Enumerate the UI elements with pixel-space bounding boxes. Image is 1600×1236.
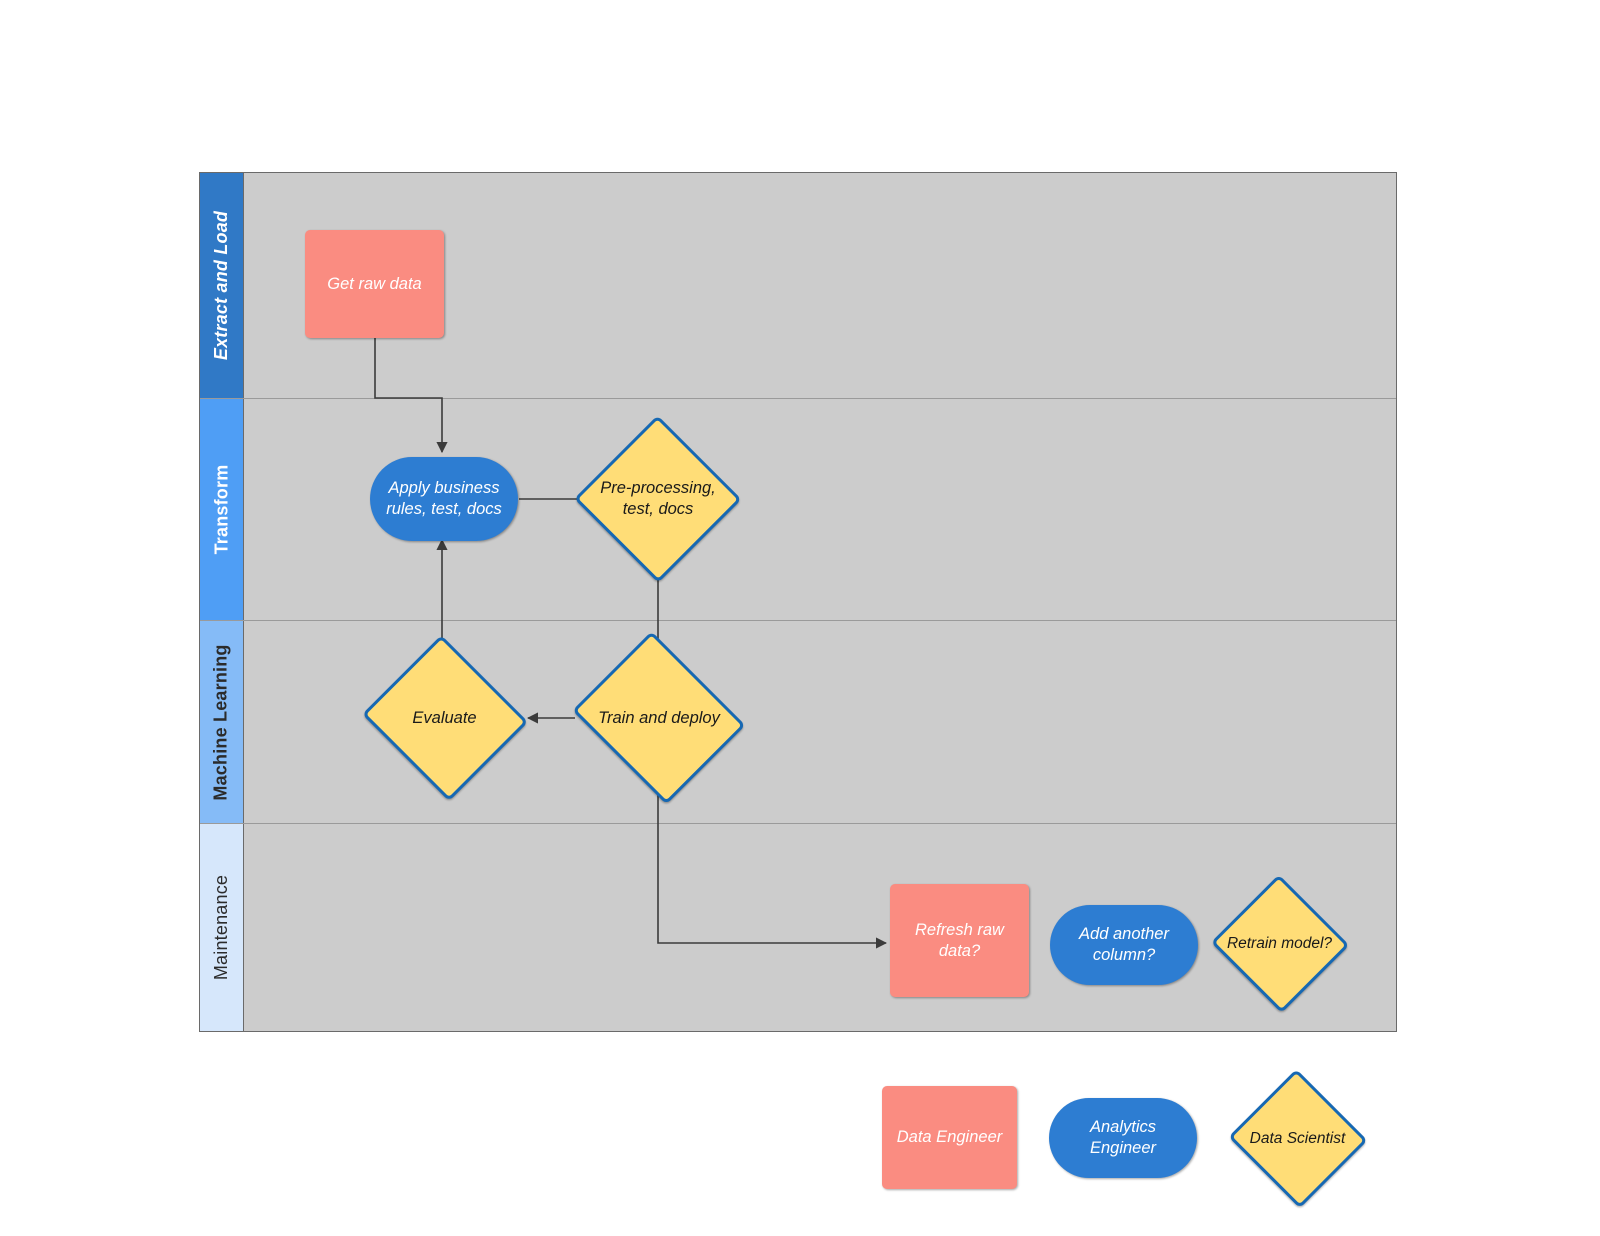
legend-label-analytics-engineer: Analytics Engineer — [1089, 1118, 1157, 1157]
node-label-get-raw-data: Get raw data — [327, 274, 422, 293]
node-apply-business-rules[interactable]: Apply business rules, test, docs — [370, 457, 518, 541]
node-evaluate[interactable]: Evaluate — [361, 635, 528, 801]
legend-label-data-engineer: Data Engineer — [896, 1128, 1003, 1147]
node-label-pre-processing: Pre-processing, test, docs — [600, 479, 716, 518]
lane-header-extract-and-load: Extract and Load — [200, 173, 244, 398]
node-get-raw-data[interactable]: Get raw data — [305, 230, 444, 338]
legend-item-analytics-engineer[interactable]: Analytics Engineer — [1049, 1098, 1197, 1178]
node-label-train-and-deploy: Train and deploy — [598, 708, 720, 727]
legend-label-data-scientist: Data Scientist — [1249, 1130, 1346, 1148]
node-retrain-model[interactable]: Retrain model? — [1210, 874, 1349, 1014]
node-label-retrain-model: Retrain model? — [1226, 935, 1333, 953]
node-refresh-raw-data[interactable]: Refresh raw data? — [890, 884, 1029, 997]
node-pre-processing[interactable]: Pre-processing, test, docs — [574, 415, 742, 583]
node-label-refresh-raw-data: Refresh raw data? — [915, 920, 1004, 960]
node-label-evaluate: Evaluate — [412, 708, 477, 727]
node-label-add-another-column: Add another column? — [1079, 925, 1169, 964]
lane-header-transform: Transform — [200, 399, 244, 620]
lane-header-machine-learning: Machine Learning — [200, 621, 244, 823]
node-train-and-deploy[interactable]: Train and deploy — [569, 631, 749, 805]
node-label-apply-business-rules: Apply business rules, test, docs — [386, 479, 502, 518]
lane-header-maintenance: Maintenance — [200, 824, 244, 1031]
legend-item-data-scientist[interactable]: Data Scientist — [1227, 1069, 1368, 1209]
node-add-another-column[interactable]: Add another column? — [1050, 905, 1198, 985]
legend-item-data-engineer[interactable]: Data Engineer — [882, 1086, 1017, 1189]
